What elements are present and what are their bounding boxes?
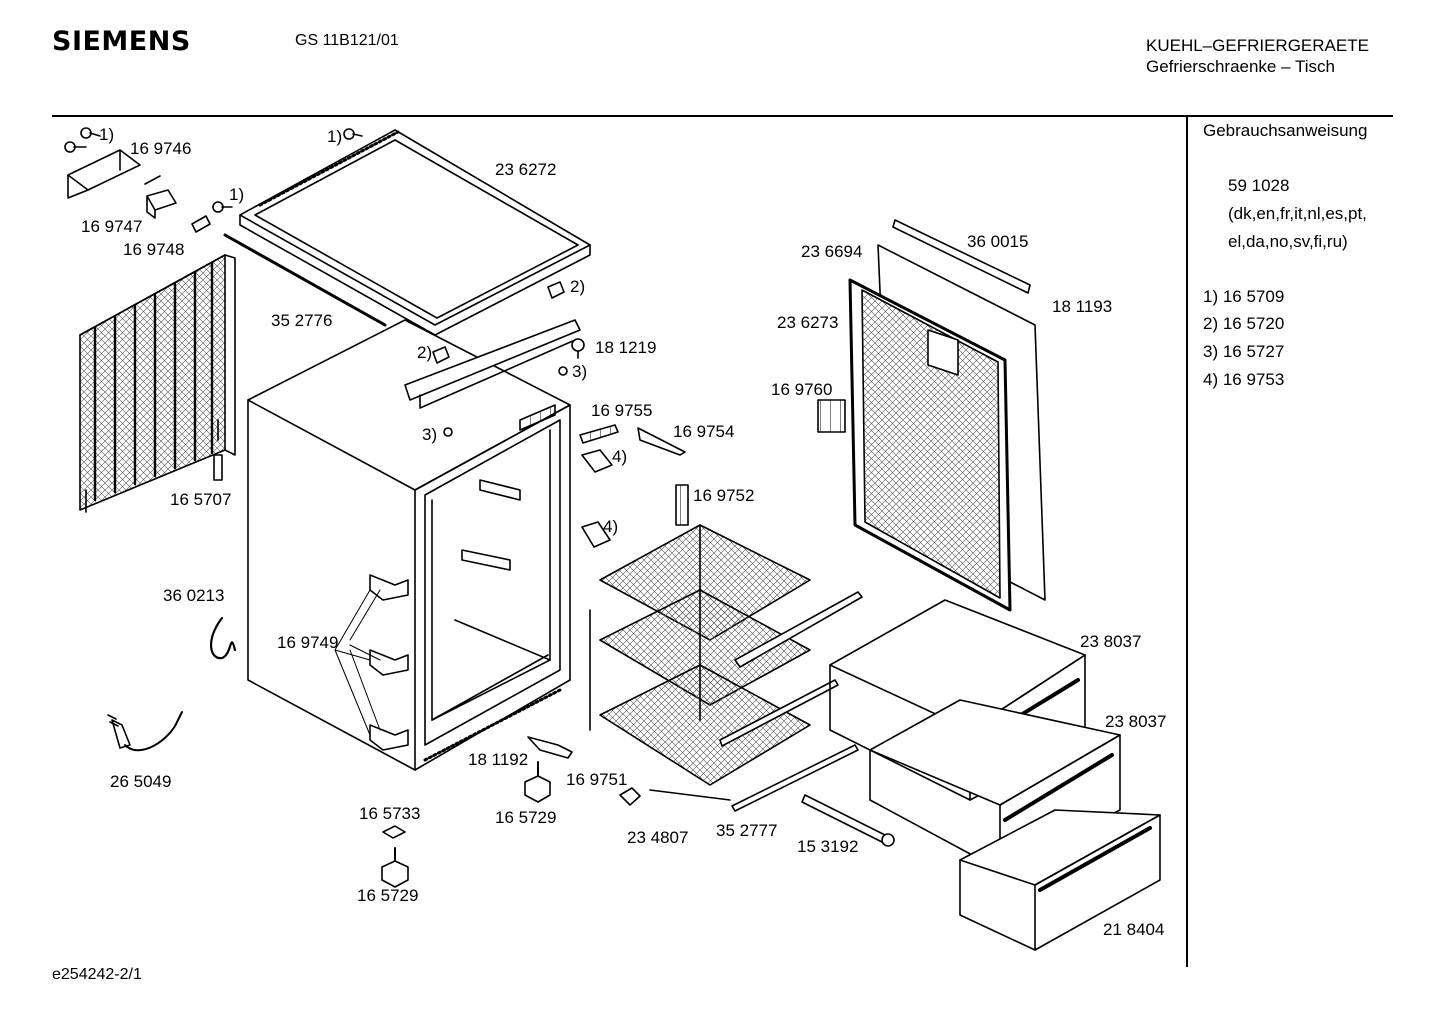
part-label: 16 9755: [591, 401, 653, 420]
callout-marker: 4): [612, 447, 628, 466]
part-label: 26 5049: [110, 772, 172, 791]
part-label: 18 1192: [468, 750, 529, 769]
part-label: 23 6694: [801, 242, 863, 261]
part-label: 18 1193: [1052, 297, 1113, 316]
part-label: 35 2777: [716, 821, 778, 840]
callout-marker: 3): [422, 425, 438, 444]
part-label: 16 9746: [130, 139, 192, 158]
brand-logo: SIEMENS: [52, 26, 191, 57]
part-label: 16 9751: [566, 770, 628, 789]
thermostat-part: [144, 175, 177, 219]
part-label: 16 5707: [170, 490, 232, 509]
callout-marker: 4): [603, 517, 619, 536]
callout-marker: 3): [572, 362, 588, 381]
part-label: 16 9749: [277, 633, 339, 652]
manual-number: 59 1028: [1228, 176, 1290, 195]
part-label: 16 9747: [81, 217, 143, 236]
screw-icon: [64, 127, 363, 213]
power-cord: [107, 711, 183, 752]
part-label: 23 8037: [1105, 712, 1167, 731]
part-label: 23 8037: [1080, 632, 1142, 651]
part-label: 16 9752: [693, 486, 755, 505]
callout-marker: 1): [99, 125, 115, 144]
footnote: 1) 16 5709: [1203, 287, 1285, 306]
bracket-part: [67, 149, 141, 199]
callout-marker: 1): [327, 127, 343, 146]
shelf-support: [349, 574, 409, 751]
footnote: 2) 16 5720: [1203, 314, 1285, 333]
sidebar-divider: [1186, 117, 1188, 967]
part-label: 16 9754: [673, 422, 735, 441]
drawing-id: e254242-2/1: [52, 966, 142, 983]
header-divider: [52, 115, 1393, 117]
category-title: KUEHL–GEFRIERGERAETE: [1146, 36, 1369, 55]
manual-title: Gebrauchsanweisung: [1203, 121, 1368, 140]
manual-languages: (dk,en,fr,it,nl,es,pt,: [1228, 204, 1367, 223]
footnote: 3) 16 5727: [1203, 342, 1285, 361]
part-label: 36 0213: [163, 586, 225, 605]
part-label: 16 5733: [359, 804, 421, 823]
footnote: 4) 16 9753: [1203, 370, 1285, 389]
part-label: 16 5729: [495, 808, 557, 827]
callout-marker: 2): [570, 277, 586, 296]
cabinet-body: [247, 319, 571, 771]
door-panel: [817, 219, 1046, 612]
hinge-icon: [432, 281, 585, 437]
category-subtitle: Gefrierschraenke – Tisch: [1146, 57, 1335, 76]
condenser-coil: [79, 254, 236, 513]
part-label: 35 2776: [271, 311, 333, 330]
part-label: 16 5729: [357, 886, 419, 905]
part-label: 18 1219: [595, 338, 657, 357]
manual-languages: el,da,no,sv,fi,ru): [1228, 232, 1348, 251]
evaporator-shelf: [589, 524, 811, 801]
part-label: 16 9760: [771, 380, 833, 399]
part-label: 23 4807: [627, 828, 689, 847]
model-number: GS 11B121/01: [295, 32, 399, 49]
callout-marker: 2): [417, 343, 433, 362]
part-label: 15 3192: [797, 837, 859, 856]
part-label: 21 8404: [1103, 920, 1165, 939]
part-label: 23 6272: [495, 160, 557, 179]
freezer-drawer: [959, 809, 1161, 951]
part-label: 16 9748: [123, 240, 185, 259]
callout-marker: 1): [229, 185, 245, 204]
freezer-drawer: [869, 699, 1121, 871]
part-label: 36 0015: [967, 232, 1029, 251]
foot-icon: [381, 736, 573, 888]
part-label: 23 6273: [777, 313, 839, 332]
